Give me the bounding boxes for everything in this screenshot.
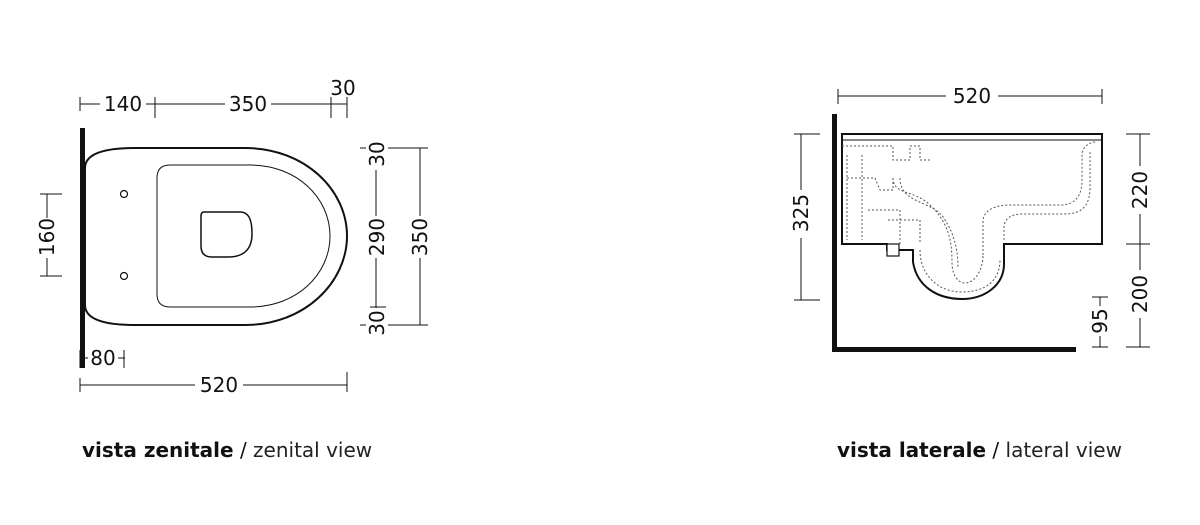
dim-30-upper: 30 [365,141,389,166]
wall-line-top-view [80,128,85,368]
dim-325: 325 [789,194,813,232]
caption-top-view-italian: vista zenitale [82,438,234,462]
dim-160: 160 [35,218,59,256]
side-view: 520 325 220 200 95 [789,84,1152,352]
fixing-hole-lower [119,271,129,281]
dim-30-top: 30 [330,76,355,100]
bowl-rim [156,164,331,308]
wall-line-side-view [832,114,837,352]
dim-30-lower: 30 [365,310,389,335]
dim-350-top: 350 [229,92,267,116]
fixing-hole-upper [119,189,129,199]
dim-290: 290 [365,218,389,256]
caption-side-view: vista laterale / lateral view [837,438,1122,462]
floor-line [832,347,1076,352]
internal-channels [842,141,1097,293]
caption-side-view-italian: vista laterale [837,438,987,462]
caption-separator: / [986,438,1006,462]
caption-top-view: vista zenitale / zenital view [82,438,372,462]
dim-140: 140 [104,92,142,116]
caption-top-view-english: zenital view [253,438,373,462]
caption-separator: / [233,438,254,462]
dim-200: 200 [1128,275,1152,313]
dim-220: 220 [1128,171,1152,209]
dim-95: 95 [1088,308,1112,333]
dim-520-top: 520 [953,84,991,108]
bowl-outline [84,147,349,326]
bowl-outlet [200,211,253,258]
dim-350-right: 350 [408,218,432,256]
top-view: 140 350 30 160 30 290 30 350 80 520 [35,76,432,397]
caption-side-view-english: lateral view [1005,438,1122,462]
dim-80: 80 [90,346,115,370]
dim-520-bottom: 520 [200,373,238,397]
side-body-outline [841,133,1103,301]
